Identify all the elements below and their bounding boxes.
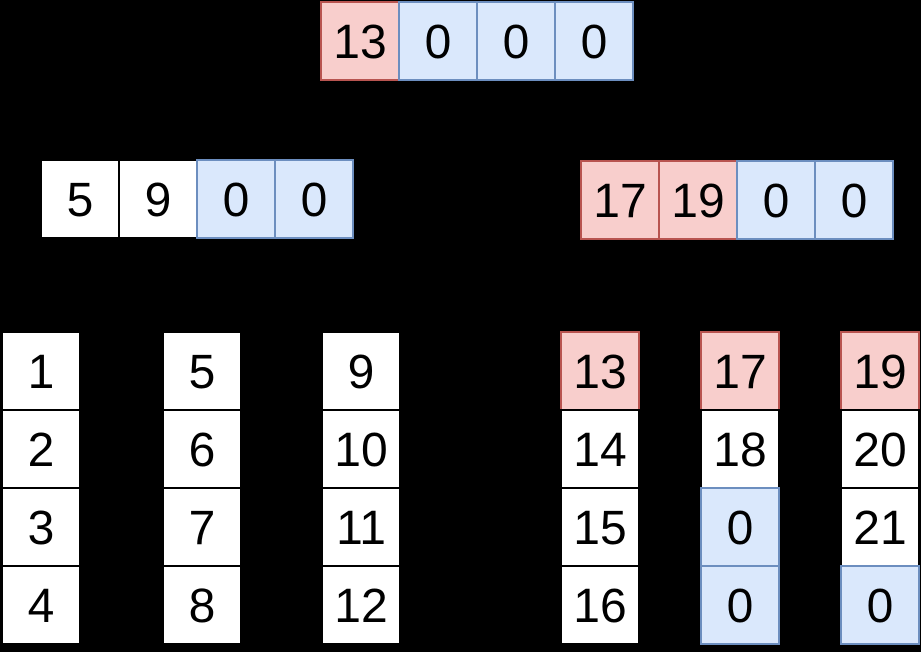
leaf4-cell-2: 15 <box>560 487 640 567</box>
internal-left-cell-2: 0 <box>196 159 276 239</box>
leaf6-cell-2: 21 <box>840 487 920 567</box>
leaf4-cell-0: 13 <box>560 331 640 411</box>
root-cell-0: 13 <box>320 1 400 81</box>
leaf3-cell-2: 11 <box>321 487 401 567</box>
leaf-column-3: 9 10 11 12 <box>321 331 401 645</box>
leaf5-cell-1: 18 <box>700 409 780 489</box>
leaf6-cell-3: 0 <box>840 565 920 645</box>
leaf-column-6: 19 20 21 0 <box>840 331 920 645</box>
leaf3-cell-1: 10 <box>321 409 401 489</box>
internal-right-node: 17 19 0 0 <box>580 160 894 240</box>
leaf4-cell-1: 14 <box>560 409 640 489</box>
leaf2-cell-2: 7 <box>162 487 242 567</box>
leaf6-cell-0: 19 <box>840 331 920 411</box>
root-node: 13 0 0 0 <box>320 1 634 81</box>
leaf5-cell-2: 0 <box>700 487 780 567</box>
internal-left-cell-0: 5 <box>40 159 120 239</box>
internal-left-cell-1: 9 <box>118 159 198 239</box>
leaf3-cell-3: 12 <box>321 565 401 645</box>
leaf2-cell-3: 8 <box>162 565 242 645</box>
leaf-column-1: 1 2 3 4 <box>1 331 81 645</box>
leaf-column-5: 17 18 0 0 <box>700 331 780 645</box>
leaf4-cell-3: 16 <box>560 565 640 645</box>
internal-right-cell-2: 0 <box>736 160 816 240</box>
leaf6-cell-1: 20 <box>840 409 920 489</box>
root-cell-2: 0 <box>476 1 556 81</box>
leaf2-cell-1: 6 <box>162 409 242 489</box>
root-cell-3: 0 <box>554 1 634 81</box>
leaf5-cell-3: 0 <box>700 565 780 645</box>
internal-right-cell-3: 0 <box>814 160 894 240</box>
leaf1-cell-2: 3 <box>1 487 81 567</box>
leaf1-cell-0: 1 <box>1 331 81 411</box>
leaf2-cell-0: 5 <box>162 331 242 411</box>
internal-right-cell-1: 19 <box>658 160 738 240</box>
internal-right-cell-0: 17 <box>580 160 660 240</box>
root-cell-1: 0 <box>398 1 478 81</box>
leaf-column-2: 5 6 7 8 <box>162 331 242 645</box>
internal-left-cell-3: 0 <box>274 159 354 239</box>
leaf1-cell-1: 2 <box>1 409 81 489</box>
leaf1-cell-3: 4 <box>1 565 81 645</box>
leaf3-cell-0: 9 <box>321 331 401 411</box>
leaf-column-4: 13 14 15 16 <box>560 331 640 645</box>
internal-left-node: 5 9 0 0 <box>40 159 354 239</box>
leaf5-cell-0: 17 <box>700 331 780 411</box>
